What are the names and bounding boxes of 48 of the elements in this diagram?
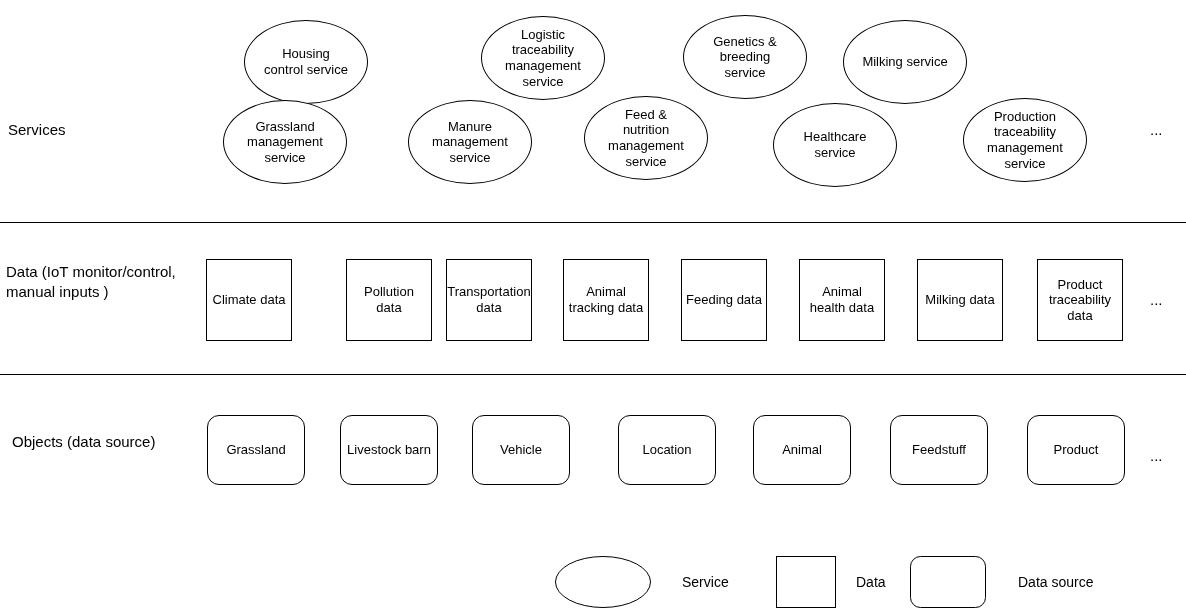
node-text: Vehicle: [499, 442, 543, 458]
node-text: Production traceability management service: [986, 108, 1064, 172]
node-text: Climate data: [211, 292, 287, 308]
data-source-box: [340, 415, 438, 485]
section-label: Services: [8, 120, 67, 140]
node-text: Product traceability data: [1047, 276, 1113, 324]
data-source-box: [207, 415, 305, 485]
node-text: Livestock barn: [346, 442, 432, 458]
node-text: Animal tracking data: [567, 284, 645, 316]
section-label: Data (IoT monitor/control, manual inputs ): [6, 262, 177, 303]
data-box: [446, 259, 532, 341]
data-box: [346, 259, 432, 341]
node-text: Genetics & breeding service: [712, 33, 778, 81]
ellipsis: ...: [1150, 120, 1164, 140]
data-box: [799, 259, 885, 341]
data-box: [681, 259, 767, 341]
data-box: [563, 259, 649, 341]
section-label: Objects (data source): [12, 432, 157, 452]
node-text: Milking service: [861, 54, 949, 70]
node-text: Feed & nutrition management service: [607, 106, 685, 170]
node-text: Logistic traceability management service: [504, 26, 582, 90]
node-text: Healthcare service: [802, 129, 868, 161]
node-text: Feeding data: [685, 292, 763, 308]
data-source-box: [472, 415, 570, 485]
data-source-box: [1027, 415, 1125, 485]
node-text: Transportation data: [446, 284, 532, 316]
node-text: Feedstuff: [911, 442, 967, 458]
node-text: Milking data: [924, 292, 996, 308]
legend-label: Data source: [1018, 573, 1094, 592]
node-text: Location: [641, 442, 693, 458]
node-text: Grassland management service: [246, 118, 324, 166]
node-text: Product: [1052, 442, 1100, 458]
data-source-box: [753, 415, 851, 485]
data-box: [917, 259, 1003, 341]
data-source-box: [890, 415, 988, 485]
node-text: Animal: [781, 442, 823, 458]
node-text: Housing control service: [263, 46, 349, 78]
ellipsis: ...: [1150, 290, 1164, 310]
ellipsis: ...: [1150, 446, 1164, 466]
node-text: Pollution data: [363, 284, 415, 316]
data-box: [206, 259, 292, 341]
data-source-box: [618, 415, 716, 485]
node-text: Animal health data: [808, 284, 876, 316]
node-text: Grassland: [225, 442, 287, 458]
legend-label: Data: [856, 573, 886, 592]
legend-label: Service: [682, 573, 729, 592]
node-text: Manure management service: [431, 118, 509, 166]
data-box: [1037, 259, 1123, 341]
